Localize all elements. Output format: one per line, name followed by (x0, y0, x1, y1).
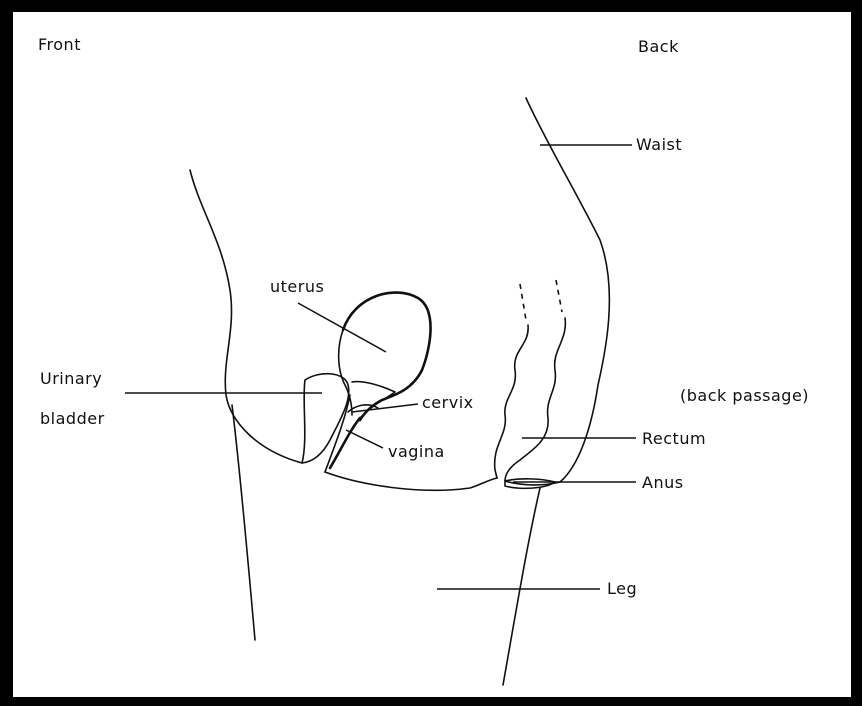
rectum-upper-dashed-back (556, 280, 562, 312)
front-body-outline (190, 170, 302, 463)
waist-label: Waist (636, 135, 682, 154)
cervix-label: cervix (422, 393, 474, 412)
rectum-upper-dashed-front (520, 284, 526, 320)
rectum-label: Rectum (642, 429, 706, 448)
cervix-shape (352, 382, 395, 418)
vagina-canal-inner (330, 418, 360, 468)
vagina-label: vagina (388, 442, 445, 461)
bladder-label: bladder (40, 409, 105, 428)
urinary-label: Urinary (40, 369, 102, 388)
uterus-shape (343, 293, 431, 420)
uterus-leader-line (298, 303, 386, 352)
uterus-label: uterus (270, 277, 324, 296)
uterus-inner-shape (339, 330, 352, 415)
front-leg-outline (232, 405, 255, 640)
leg-label: Leg (607, 579, 637, 598)
vagina-leader-line (346, 430, 383, 448)
diagram-canvas: Front Back Waist uterus Urinary bladder … (13, 12, 851, 697)
back-body-outline (505, 98, 609, 485)
rectum-wall-front (495, 325, 529, 478)
perineum-outline (325, 472, 497, 490)
back-leg-outline (503, 488, 540, 685)
anus-label: Anus (642, 473, 684, 492)
front-heading: Front (38, 35, 81, 54)
back-heading: Back (638, 37, 679, 56)
back-passage-label: (back passage) (680, 386, 809, 405)
rectum-wall-back (505, 318, 565, 481)
